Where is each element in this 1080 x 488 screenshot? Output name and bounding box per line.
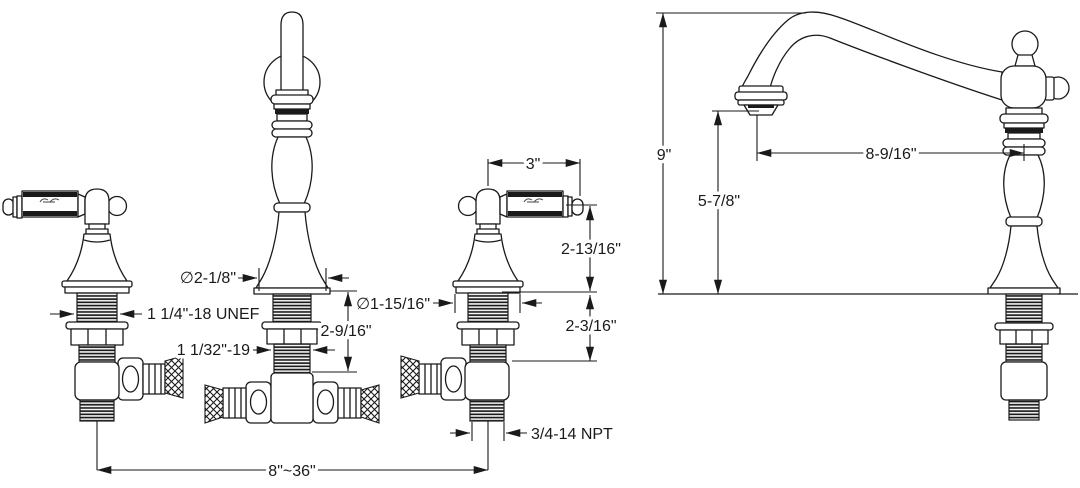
dim-outlet-thread: 3/4-14 NPT — [450, 422, 617, 447]
dim-label-outlet-thread: 3/4-14 NPT — [531, 426, 613, 443]
side-view-dimensions: 9" 5-7/8" 8-9/16" — [653, 12, 1025, 294]
dim-label-handle-base-diameter: ∅1-15/16" — [356, 296, 430, 313]
right-handle-hose-end — [400, 355, 420, 399]
dim-label-handle-height: 2-13/16" — [561, 241, 621, 258]
left-handle-assembly — [2, 188, 184, 422]
spout-tube — [741, 11, 1003, 101]
supply-tee-hoses — [204, 372, 380, 424]
right-handle-shank-thread — [467, 292, 509, 323]
left-lever-ornament — [39, 198, 60, 203]
dim-handle-shank-thread: 1 1/4"-18 UNEF — [50, 303, 263, 327]
right-hose-end — [360, 384, 380, 424]
dim-spout-shank-length: 2-9/16" — [312, 290, 375, 373]
dim-handle-base-diameter: ∅1-15/16" — [353, 293, 542, 317]
dim-handle-shank-length: 2-3/16" — [512, 295, 620, 362]
left-valve-body — [74, 361, 120, 401]
right-lever-ornament — [523, 198, 544, 203]
spout-side — [734, 11, 1070, 421]
dim-label-spout-clearance: 5-7/8" — [698, 193, 740, 210]
left-handle-shank-thread — [76, 292, 118, 323]
spout-column-front — [253, 11, 331, 374]
spout-body-block — [1000, 65, 1047, 109]
dim-label-handle-spread: 8"~36" — [268, 463, 315, 480]
dim-label-spout-reach: 8-9/16" — [865, 146, 916, 163]
right-handle-assembly — [400, 188, 584, 422]
dim-spout-reach: 8-9/16" — [756, 115, 1025, 167]
side-elevation-view: 9" 5-7/8" 8-9/16" — [653, 11, 1078, 421]
left-hose-end — [204, 384, 224, 424]
dim-overall-height: 9" — [653, 12, 806, 294]
dim-handle-height: 2-13/16" — [502, 204, 624, 293]
dim-handle-length: 3" — [487, 153, 581, 196]
dim-label-spout-shank-length: 2-9/16" — [320, 323, 371, 340]
dim-label-handle-length: 3" — [526, 156, 541, 173]
dim-label-spout-base-diameter: ∅2-1/8" — [180, 270, 236, 287]
handle-ball — [1011, 30, 1039, 58]
right-valve-body — [464, 361, 510, 401]
left-handle-bell — [66, 233, 128, 282]
dim-label-handle-shank-thread: 1 1/4"-18 UNEF — [147, 306, 260, 323]
front-elevation-view: 3" 2-13/16" ∅2-1/8" ∅1-15/16" — [2, 11, 624, 484]
dim-spout-clearance: 5-7/8" — [694, 110, 759, 294]
spout-shank-thread-side — [1005, 293, 1043, 324]
left-handle-hose-end — [164, 355, 184, 399]
right-handle-bell — [457, 233, 519, 282]
dim-label-spout-shank-thread: 1 1/32"-19 — [177, 342, 250, 359]
dim-handle-spread: 8"~36" — [96, 421, 489, 484]
dim-spout-shank-thread: 1 1/32"-19 — [173, 339, 335, 363]
dim-label-handle-shank-length: 2-3/16" — [565, 318, 616, 335]
front-view-dimensions: 3" 2-13/16" ∅2-1/8" ∅1-15/16" — [50, 153, 624, 484]
dim-spout-base-diameter: ∅2-1/8" — [176, 267, 349, 291]
dim-label-overall-height: 9" — [657, 147, 672, 164]
